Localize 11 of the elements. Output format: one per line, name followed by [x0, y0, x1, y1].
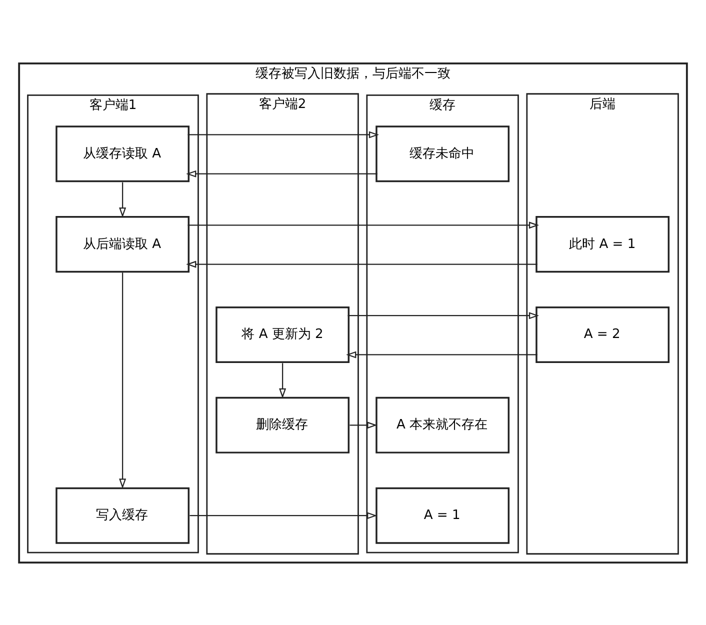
- arrow: [119, 182, 126, 218]
- arrow: [190, 512, 378, 519]
- arrow: [186, 170, 378, 177]
- arrow: [348, 312, 540, 319]
- arrow: [119, 272, 126, 488]
- arrow: [350, 421, 378, 428]
- arrow: [188, 221, 540, 228]
- arrow: [188, 130, 380, 138]
- arrow: [186, 260, 538, 268]
- arrow: [279, 362, 286, 398]
- arrow: [346, 350, 538, 358]
